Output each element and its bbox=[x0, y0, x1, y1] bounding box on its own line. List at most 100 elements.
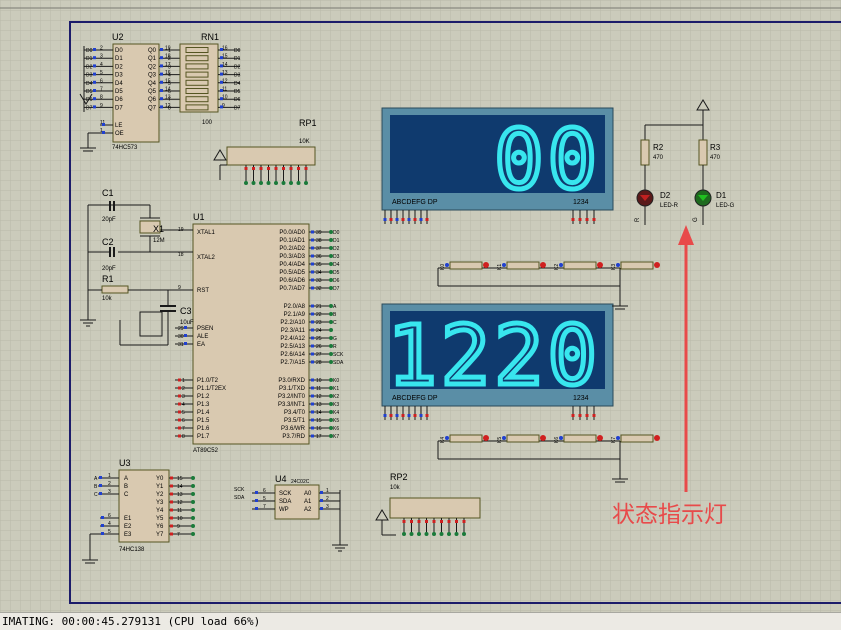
rn1-net-label: D3 bbox=[234, 73, 241, 79]
u1-pin-junction bbox=[329, 344, 333, 348]
u4-pin-name: SCK bbox=[279, 491, 291, 497]
pin-state bbox=[311, 336, 314, 340]
u1-pin-name: P1.1/T2EX bbox=[197, 386, 226, 392]
rn1-left-num: 3 bbox=[168, 64, 171, 70]
pin-state bbox=[170, 532, 173, 536]
u3-pin-name: C bbox=[124, 492, 129, 498]
u1-pin-junction bbox=[329, 230, 333, 234]
u2-net-label: D0 bbox=[86, 48, 93, 54]
u3-pin-num: 10 bbox=[177, 516, 183, 522]
rn1-element bbox=[185, 96, 209, 103]
display-pin-state bbox=[571, 414, 575, 417]
u3-pin-name: Y2 bbox=[156, 492, 164, 498]
pin-marker bbox=[99, 484, 102, 487]
u1-mcu[interactable]: U1 AT89C52 XTAL119XTAL218RST9PSEN29ALE30… bbox=[175, 212, 344, 454]
push-button[interactable] bbox=[506, 261, 540, 270]
rp2-pin-state bbox=[447, 520, 451, 523]
u3-pin-num: 9 bbox=[177, 524, 180, 530]
u2-oe: OE bbox=[115, 131, 124, 137]
push-button[interactable] bbox=[563, 434, 597, 443]
rn1-net-label: D1 bbox=[234, 56, 241, 62]
push-button[interactable] bbox=[449, 261, 483, 270]
led-indicators[interactable]: R2 470 R3 470 D2 LED-R D1 LED-G R G bbox=[635, 99, 735, 225]
pin-state bbox=[311, 320, 314, 324]
pin-marker bbox=[160, 72, 163, 76]
pin-marker bbox=[93, 64, 96, 68]
u1-pin-junction bbox=[329, 270, 333, 274]
u1-pin-num: 10 bbox=[316, 378, 322, 384]
push-button[interactable] bbox=[620, 434, 654, 443]
c1-value: 20pF bbox=[102, 217, 116, 223]
u4-pin-num: 6 bbox=[263, 488, 266, 494]
pin-marker bbox=[99, 476, 102, 479]
push-button[interactable] bbox=[563, 261, 597, 270]
push-button-state bbox=[502, 263, 506, 267]
seven-seg-display-2[interactable]: 1220 ABCDEFG DP 1234 bbox=[381, 303, 614, 420]
u1-pin-name: P0.4/AD4 bbox=[279, 262, 305, 268]
key-net-label: K4 bbox=[440, 437, 446, 443]
u2-pin-name: D6 bbox=[115, 97, 123, 103]
push-button[interactable] bbox=[506, 434, 540, 443]
c2-value: 20pF bbox=[102, 266, 116, 272]
rp1-pin-junction bbox=[281, 181, 286, 185]
rn1-net-label: D6 bbox=[234, 97, 241, 103]
pin-state bbox=[178, 434, 181, 438]
rn1-element bbox=[185, 71, 209, 78]
u2-net-label: D3 bbox=[86, 73, 93, 79]
u2-pin-name: Q7 bbox=[148, 105, 157, 111]
push-button[interactable] bbox=[449, 434, 483, 443]
u2-pin-name: D7 bbox=[115, 105, 123, 111]
u1-pin-name: ALE bbox=[197, 334, 208, 340]
display-pin-state bbox=[578, 414, 582, 417]
rp1-pin-junction bbox=[266, 181, 271, 185]
u1-pin-num: 6 bbox=[182, 418, 185, 424]
rp1-resistor-pack[interactable]: RP1 10K bbox=[213, 118, 317, 185]
u1-net-label: G bbox=[333, 336, 337, 342]
u1-pin-num: 12 bbox=[316, 394, 322, 400]
u1-pin-name: EA bbox=[197, 342, 205, 348]
key-net-label: K6 bbox=[554, 437, 560, 443]
u1-net-label: SDA bbox=[333, 360, 344, 366]
rn1-element bbox=[185, 104, 209, 111]
pin-state bbox=[311, 262, 314, 266]
pin-state bbox=[311, 328, 314, 332]
u1-pin-num: 31 bbox=[178, 342, 184, 348]
rp1-pin-state bbox=[244, 167, 248, 170]
rn1-right-num: 16 bbox=[222, 46, 228, 52]
push-button[interactable] bbox=[620, 261, 654, 270]
rp1-pin-junction bbox=[296, 181, 301, 185]
pin-state bbox=[178, 418, 181, 422]
u3-pin-junction bbox=[191, 484, 195, 488]
pin-marker bbox=[220, 89, 223, 92]
rp2-resistor-pack[interactable]: RP2 10k bbox=[375, 472, 481, 536]
pin-marker bbox=[184, 334, 187, 337]
u2-pin-name: D0 bbox=[115, 48, 123, 54]
pin-state bbox=[178, 426, 181, 430]
pin-state bbox=[311, 426, 314, 430]
u1-pin-name: P0.6/AD6 bbox=[279, 278, 305, 284]
u4-pin-num: 1 bbox=[326, 488, 329, 494]
c3-value: 10uF bbox=[180, 320, 194, 326]
rn1-left-num: 6 bbox=[168, 89, 171, 95]
u4-part: 24C02C bbox=[291, 479, 310, 485]
push-button-state bbox=[559, 263, 563, 267]
seven-seg-display-1[interactable]: 00 ABCDEFG DP 1234 bbox=[381, 107, 614, 224]
u1-pin-num: 23 bbox=[316, 320, 322, 326]
pin-marker bbox=[320, 491, 323, 494]
oscillator-circuit[interactable]: X1 12M C1 20pF C2 20pF R1 10k C3 10uF bbox=[80, 188, 194, 346]
pin-state bbox=[311, 270, 314, 274]
u1-pin-name: P2.5/A13 bbox=[280, 344, 305, 350]
rn1-element bbox=[185, 47, 209, 53]
u1-pin-num: 18 bbox=[178, 252, 184, 258]
rp1-pin-junction bbox=[251, 181, 256, 185]
rp2-pin-junction bbox=[462, 532, 466, 536]
u3-pin-num: 6 bbox=[108, 513, 111, 519]
u2-pin-num: 12 bbox=[165, 103, 171, 109]
